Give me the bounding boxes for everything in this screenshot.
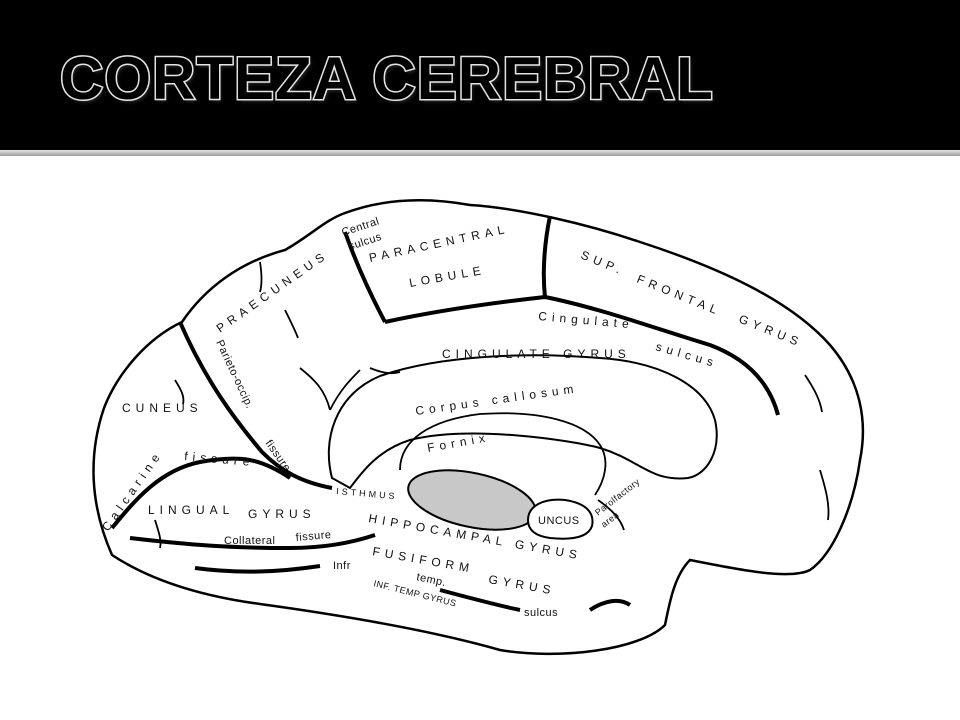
minor-sulcus	[174, 379, 185, 405]
minor-sulcus	[819, 469, 830, 521]
label-lingual-gyrus: GYRUS	[248, 507, 316, 521]
minor-sulcus	[804, 374, 823, 413]
label-sulcus-inf: sulcus	[524, 607, 558, 619]
minor-sulcus	[259, 261, 263, 293]
slide-title: CORTEZA CEREBRAL	[59, 44, 715, 114]
label-cuneus: CUNEUS	[122, 401, 203, 415]
cingulate-sulcus-line	[384, 294, 780, 416]
label-infr: Infr	[333, 560, 351, 572]
label-lingual: LINGUAL	[148, 503, 234, 517]
label-fissure-coll: fissure	[295, 529, 332, 544]
label-cingulate-gyrus: CINGULATE GYRUS	[442, 347, 631, 361]
minor-sulcus	[329, 369, 361, 411]
inf-temp-sulcus-line-2	[439, 588, 521, 612]
central-sulcus-line	[343, 231, 387, 323]
minor-sulcus	[299, 367, 331, 411]
minor-sulcus	[284, 309, 299, 339]
corpus-callosum-outline	[327, 354, 718, 490]
inf-temp-sulcus-line-3	[588, 598, 632, 612]
uncus-shape	[526, 498, 594, 540]
parieto-occipital-line	[178, 321, 333, 490]
paracentral-boundary	[541, 215, 552, 298]
calcarine-line	[110, 456, 292, 530]
title-banner	[0, 0, 960, 150]
label-uncus: UNCUS	[538, 515, 580, 527]
minor-sulcus	[597, 499, 625, 531]
fornix-outline	[399, 412, 607, 496]
label-fissure-calc: fissure	[184, 449, 255, 469]
inf-temp-sulcus-line	[194, 564, 321, 574]
minor-sulcus	[369, 367, 401, 375]
label-collateral: Collateral	[224, 535, 275, 547]
minor-sulcus	[154, 519, 162, 549]
collateral-line	[129, 533, 376, 551]
title-divider	[0, 150, 960, 156]
